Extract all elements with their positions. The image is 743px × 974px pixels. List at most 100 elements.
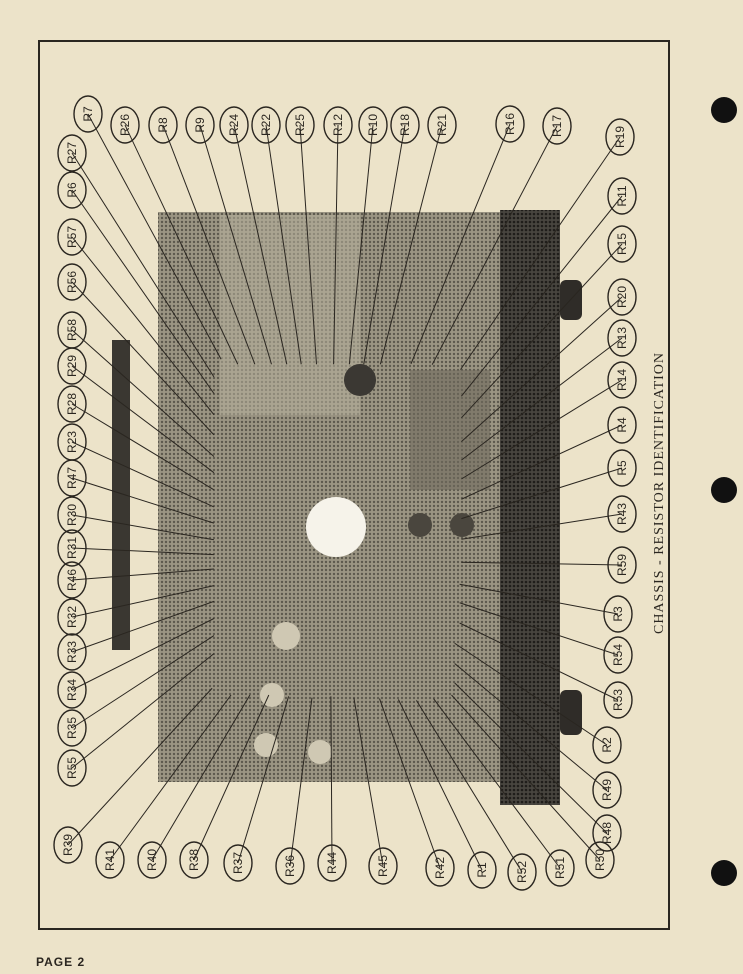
resistor-callout: R57 bbox=[57, 218, 87, 256]
leader-line bbox=[199, 124, 272, 365]
callout-bubble bbox=[607, 361, 637, 399]
leader-line bbox=[379, 124, 443, 365]
callout-bubble bbox=[57, 385, 87, 423]
resistor-callout: R9 bbox=[185, 106, 215, 144]
resistor-callout: R10 bbox=[358, 106, 388, 144]
resistor-label: R31 bbox=[65, 537, 79, 559]
resistor-callout: R39 bbox=[53, 826, 83, 864]
resistor-label: R43 bbox=[615, 503, 629, 525]
resistor-label: R50 bbox=[593, 849, 607, 871]
resistor-label: R25 bbox=[293, 114, 307, 136]
resistor-label: R55 bbox=[65, 757, 79, 779]
resistor-label: R52 bbox=[515, 861, 529, 883]
resistor-label: R49 bbox=[600, 779, 614, 801]
resistor-label: R18 bbox=[398, 114, 412, 136]
resistor-callout: R59 bbox=[607, 546, 637, 584]
leader-line bbox=[162, 124, 256, 365]
leader-line bbox=[461, 561, 623, 566]
callout-bubble bbox=[603, 681, 633, 719]
callout-bubble bbox=[179, 841, 209, 879]
leader-line bbox=[353, 697, 384, 867]
resistor-label: R54 bbox=[611, 644, 625, 666]
resistor-callout: R4 bbox=[607, 406, 637, 444]
resistor-callout: R18 bbox=[390, 106, 420, 144]
page-number: PAGE 2 bbox=[36, 955, 86, 969]
resistor-callout: R7 bbox=[73, 95, 103, 133]
resistor-label: R11 bbox=[615, 185, 629, 206]
leader-line bbox=[415, 700, 523, 873]
resistor-callout: R56 bbox=[57, 263, 87, 301]
callout-bubble bbox=[223, 844, 253, 882]
callout-bubble bbox=[110, 106, 140, 144]
callout-bubble bbox=[73, 95, 103, 133]
center-hole bbox=[306, 497, 366, 557]
resistor-label: R4 bbox=[615, 417, 629, 433]
resistor-callout: R25 bbox=[285, 106, 315, 144]
resistor-callout: R31 bbox=[57, 529, 87, 567]
callout-bubble bbox=[390, 106, 420, 144]
punch-hole-bottom bbox=[711, 860, 737, 886]
leader-line bbox=[265, 124, 302, 365]
leader-line bbox=[333, 124, 339, 365]
resistor-callout: R20 bbox=[607, 278, 637, 316]
leader-line bbox=[454, 663, 608, 791]
callout-bubble bbox=[57, 561, 87, 599]
resistor-label: R20 bbox=[615, 286, 629, 308]
resistor-label: R37 bbox=[231, 852, 245, 874]
resistor-callout: R12 bbox=[323, 106, 353, 144]
punch-hole-top bbox=[711, 97, 737, 123]
leader-line bbox=[461, 337, 623, 461]
resistor-label: R57 bbox=[65, 226, 79, 248]
resistor-callout: R35 bbox=[57, 709, 87, 747]
resistor-callout: R40 bbox=[137, 841, 167, 879]
resistor-label: R14 bbox=[615, 369, 629, 391]
callout-bubble bbox=[285, 106, 315, 144]
resistor-label: R21 bbox=[435, 114, 449, 136]
socket-2 bbox=[450, 513, 474, 537]
leader-line bbox=[71, 568, 214, 581]
resistor-label: R32 bbox=[65, 606, 79, 628]
leader-line bbox=[71, 477, 215, 524]
resistor-label: R26 bbox=[118, 114, 132, 136]
resistor-callout: R30 bbox=[57, 496, 87, 534]
resistor-label: R12 bbox=[331, 114, 345, 136]
knob-top bbox=[560, 280, 582, 320]
resistor-label: R13 bbox=[615, 327, 629, 349]
callout-bubble bbox=[57, 671, 87, 709]
punch-hole-middle bbox=[711, 477, 737, 503]
resistor-label: R47 bbox=[65, 467, 79, 489]
leader-line bbox=[71, 189, 215, 394]
resistor-callout: R17 bbox=[542, 107, 572, 145]
leader-line bbox=[460, 136, 621, 370]
leader-line bbox=[330, 696, 333, 864]
resistor-label: R2 bbox=[600, 737, 614, 753]
chassis-photo bbox=[112, 210, 582, 805]
resistor-callout: R6 bbox=[57, 171, 87, 209]
callout-bubble bbox=[607, 449, 637, 487]
leader-line bbox=[151, 694, 251, 861]
leader-line bbox=[71, 514, 214, 541]
callout-bubble bbox=[607, 177, 637, 215]
callout-bubble bbox=[137, 841, 167, 879]
callout-bubble bbox=[607, 546, 637, 584]
callout-bubble bbox=[605, 118, 635, 156]
callout-bubble bbox=[592, 814, 622, 852]
resistor-label: R1 bbox=[475, 862, 489, 878]
resistor-label: R42 bbox=[433, 857, 447, 879]
transformer bbox=[410, 370, 490, 490]
leader-line bbox=[459, 583, 619, 615]
leader-line bbox=[233, 124, 288, 365]
resistor-label: R58 bbox=[65, 319, 79, 341]
leader-line bbox=[433, 698, 561, 869]
resistor-callout: R55 bbox=[57, 749, 87, 787]
resistor-callout: R24 bbox=[219, 106, 249, 144]
callout-bubble bbox=[219, 106, 249, 144]
tube-top-3 bbox=[254, 733, 278, 757]
callout-bubble bbox=[57, 263, 87, 301]
callout-bubble bbox=[185, 106, 215, 144]
leader-line bbox=[461, 296, 623, 443]
leader-line bbox=[124, 124, 239, 365]
resistor-callout: R29 bbox=[57, 347, 87, 385]
knob-bottom bbox=[560, 690, 582, 735]
leader-line bbox=[461, 243, 623, 419]
